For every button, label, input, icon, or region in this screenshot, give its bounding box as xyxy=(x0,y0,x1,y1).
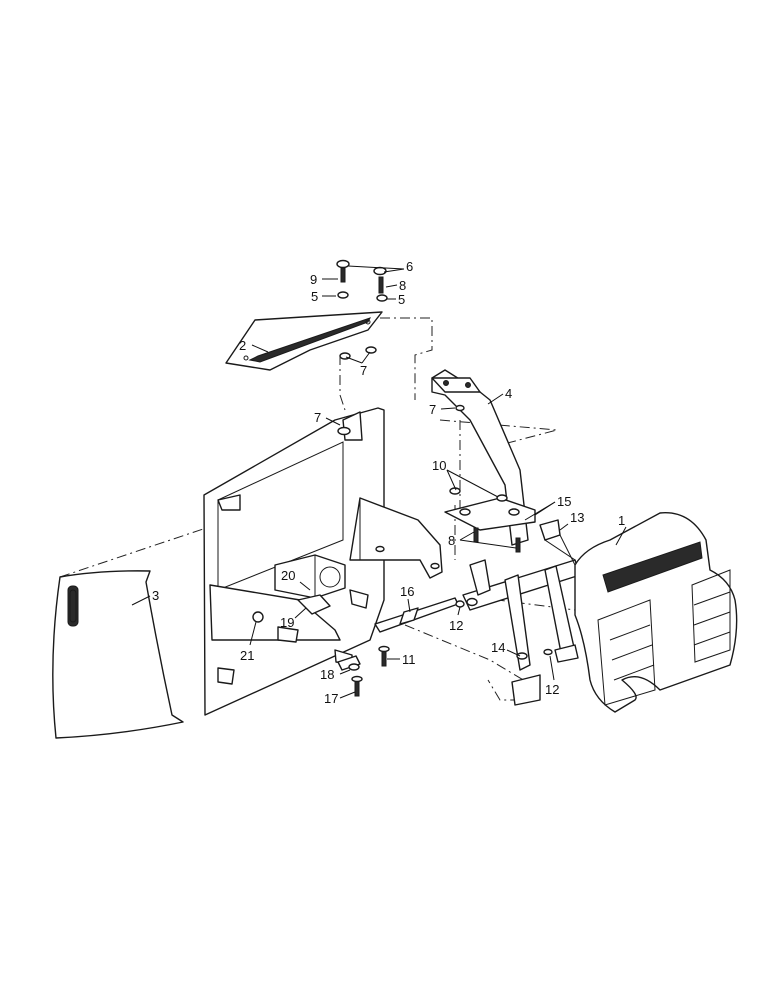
callout-7-plate: 7 xyxy=(360,363,367,378)
callout-7-bracket: 7 xyxy=(429,402,436,417)
back-panel-part xyxy=(203,407,385,716)
callout-7-panel: 7 xyxy=(314,410,321,425)
cross-beam-part xyxy=(455,519,581,706)
callout-20: 20 xyxy=(281,568,295,583)
callout-8-top: 8 xyxy=(399,278,406,293)
callout-12-right: 12 xyxy=(545,682,559,697)
callout-8-lower: 8 xyxy=(448,533,455,548)
lower-bar-part xyxy=(337,597,459,671)
callout-1: 1 xyxy=(618,513,625,528)
lower-fasteners xyxy=(348,645,390,697)
callout-5-left: 5 xyxy=(311,289,318,304)
callout-11: 11 xyxy=(402,652,416,667)
callout-9: 9 xyxy=(310,272,317,287)
callout-10: 10 xyxy=(432,458,446,473)
top-fasteners xyxy=(336,259,388,360)
top-plate-part xyxy=(225,311,383,371)
side-cover-part xyxy=(52,570,184,739)
callout-21: 21 xyxy=(240,648,254,663)
callout-13: 13 xyxy=(570,510,584,525)
callout-6: 6 xyxy=(406,259,413,274)
callout-5-right: 5 xyxy=(398,292,405,307)
center-bracket-part xyxy=(349,497,443,579)
callout-3: 3 xyxy=(152,588,159,603)
front-grille-part xyxy=(574,512,738,713)
callout-15: 15 xyxy=(557,494,571,509)
callout-16: 16 xyxy=(400,584,414,599)
leader-lines xyxy=(131,265,627,699)
callout-labels: 1 2 3 4 5 5 6 7 7 7 8 8 9 10 11 12 12 13… xyxy=(152,259,625,706)
callout-2: 2 xyxy=(239,338,246,353)
callout-18: 18 xyxy=(320,667,334,682)
callout-17: 17 xyxy=(324,691,338,706)
callout-12-center: 12 xyxy=(449,618,463,633)
callout-14: 14 xyxy=(491,640,505,655)
callout-19: 19 xyxy=(280,615,294,630)
callout-4: 4 xyxy=(505,386,512,401)
